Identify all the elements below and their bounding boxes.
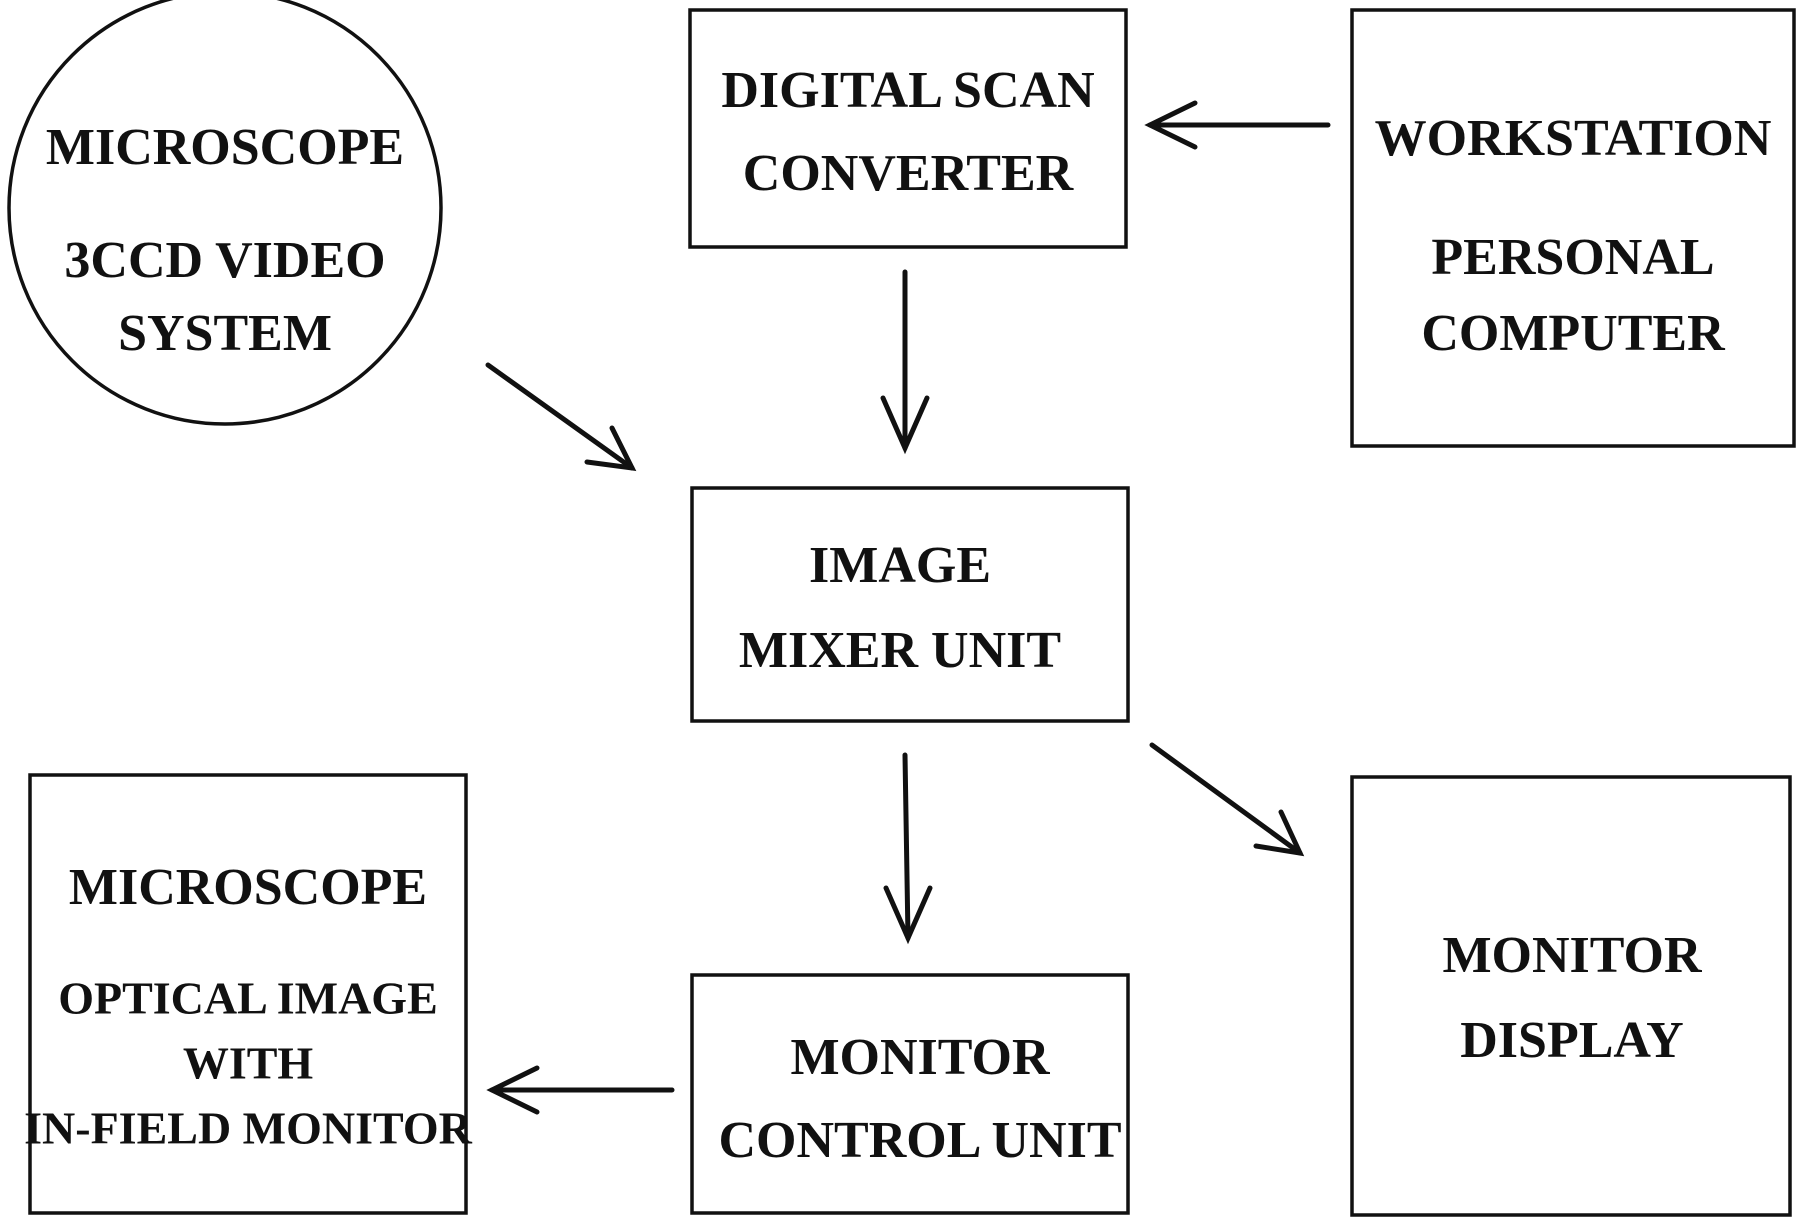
- node-monitor-display: MONITOR DISPLAY: [1350, 775, 1792, 1217]
- node-box: [1350, 775, 1792, 1217]
- arrow-head: [584, 425, 637, 472]
- node-label: DIGITAL SCAN: [721, 62, 1094, 119]
- arrow-head: [1253, 809, 1305, 857]
- node-box: [688, 8, 1128, 249]
- arrow-head: [883, 885, 933, 945]
- node-label: IMAGE: [809, 537, 991, 594]
- arrow-shaft: [902, 752, 911, 941]
- node-circle: [7, 0, 443, 426]
- node-label: WITH: [183, 1038, 314, 1089]
- arrow-head: [880, 395, 930, 455]
- arrow-image-mixer-to-monitor-control: [883, 752, 933, 945]
- node-microscope-video-system: MICROSCOPE 3CCD VIDEO SYSTEM: [7, 0, 443, 426]
- node-label: MICROSCOPE: [69, 859, 427, 916]
- arrow-image-mixer-to-monitor-display: [1149, 742, 1305, 857]
- node-image-mixer-unit: IMAGE MIXER UNIT: [690, 486, 1130, 723]
- arrow-microscope-video-to-image-mixer: [485, 362, 637, 472]
- arrow-shaft: [485, 362, 635, 471]
- node-label: WORKSTATION: [1375, 110, 1772, 167]
- node-label: MIXER UNIT: [739, 622, 1061, 679]
- node-monitor-control-unit: MONITOR CONTROL UNIT: [690, 973, 1130, 1215]
- node-microscope-optical-image: MICROSCOPE OPTICAL IMAGE WITH IN-FIELD M…: [24, 773, 473, 1215]
- node-label: CONVERTER: [743, 145, 1075, 202]
- node-label: CONTROL UNIT: [718, 1112, 1121, 1169]
- arrow-head: [1144, 100, 1198, 150]
- node-box: [690, 973, 1130, 1215]
- node-box: [1350, 8, 1796, 448]
- node-box: [690, 486, 1130, 723]
- node-label: MONITOR: [1442, 927, 1703, 984]
- node-label: MICROSCOPE: [46, 119, 404, 176]
- node-workstation: WORKSTATION PERSONAL COMPUTER: [1350, 8, 1796, 448]
- arrow-digital-scan-to-image-mixer: [880, 269, 930, 455]
- node-label: DISPLAY: [1460, 1012, 1684, 1069]
- node-label: PERSONAL: [1431, 229, 1714, 286]
- node-label: MONITOR: [790, 1029, 1051, 1086]
- arrow-shaft: [1149, 742, 1303, 856]
- arrow-monitor-control-to-microscope-optical: [486, 1065, 675, 1115]
- node-label: 3CCD VIDEO: [64, 232, 385, 289]
- arrow-workstation-to-digital-scan: [1144, 100, 1331, 150]
- node-label: IN-FIELD MONITOR: [24, 1103, 472, 1154]
- node-label: COMPUTER: [1421, 305, 1726, 362]
- node-label: SYSTEM: [118, 305, 332, 362]
- node-box: [28, 773, 468, 1215]
- node-digital-scan-converter: DIGITAL SCAN CONVERTER: [688, 8, 1128, 249]
- node-label: OPTICAL IMAGE: [58, 973, 438, 1024]
- arrow-head: [486, 1065, 540, 1115]
